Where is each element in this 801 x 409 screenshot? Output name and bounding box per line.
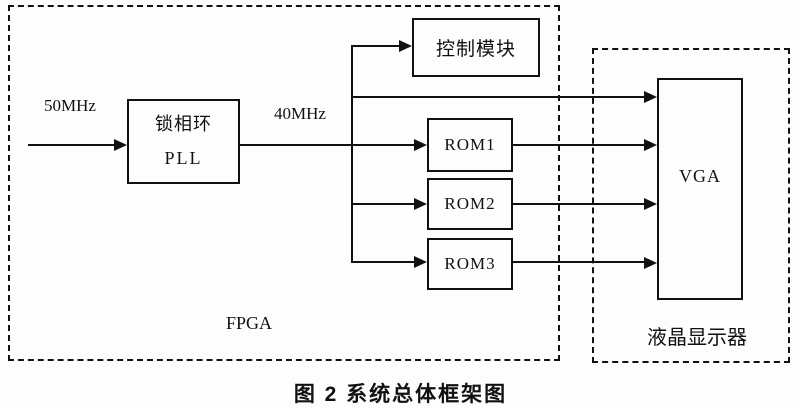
fpga-region-label: FPGA [226, 313, 273, 333]
vga-label: VGA [679, 166, 721, 186]
vga-block: VGA [657, 78, 743, 300]
pll-block-label-cn: 锁相环 [155, 113, 212, 134]
rom2-block: ROM2 [427, 178, 513, 230]
rom3-label: ROM3 [444, 254, 496, 273]
arrowhead-into-rom3-icon [414, 256, 427, 268]
trunk-to-rom1-line [351, 144, 416, 146]
arrowhead-into-rom2-icon [414, 198, 427, 210]
trunk-to-rom2-line [351, 203, 416, 205]
rom2-to-vga-line [513, 203, 646, 205]
arrowhead-rom3-to-vga-icon [644, 257, 657, 269]
arrowhead-into-vga-top-icon [644, 91, 657, 103]
trunk-to-control-line [351, 45, 401, 47]
lcd-region [592, 48, 790, 363]
clock-trunk-line [351, 45, 353, 263]
lcd-region-label: 液晶显示器 [647, 327, 747, 349]
trunk-to-rom3-line [351, 261, 416, 263]
arrowhead-rom1-to-vga-icon [644, 139, 657, 151]
arrowhead-into-rom1-icon [414, 139, 427, 151]
rom2-label: ROM2 [444, 194, 496, 213]
figure-caption: 图 2 系统总体框架图 [293, 383, 508, 406]
pll-block: 锁相环 PLL [127, 99, 240, 184]
rom1-to-vga-line [513, 144, 646, 146]
rom3-to-vga-line [512, 261, 646, 263]
arrowhead-into-pll-icon [114, 139, 127, 151]
arrowhead-into-control-icon [399, 40, 412, 52]
pll-block-label-en: PLL [164, 147, 203, 168]
rom3-block: ROM3 [427, 238, 513, 290]
pll-output-line [240, 144, 353, 146]
rom1-label: ROM1 [444, 135, 496, 154]
input-clock-label: 50MHz [44, 96, 96, 115]
pll-output-clock-label: 40MHz [274, 104, 326, 123]
fpga-region [8, 5, 560, 361]
arrowhead-rom2-to-vga-icon [644, 198, 657, 210]
control-module-block: 控制模块 [412, 18, 540, 77]
control-module-label: 控制模块 [435, 39, 516, 60]
rom1-block: ROM1 [427, 118, 513, 172]
trunk-to-vga-line [351, 96, 646, 98]
input-clock-line [28, 144, 116, 146]
